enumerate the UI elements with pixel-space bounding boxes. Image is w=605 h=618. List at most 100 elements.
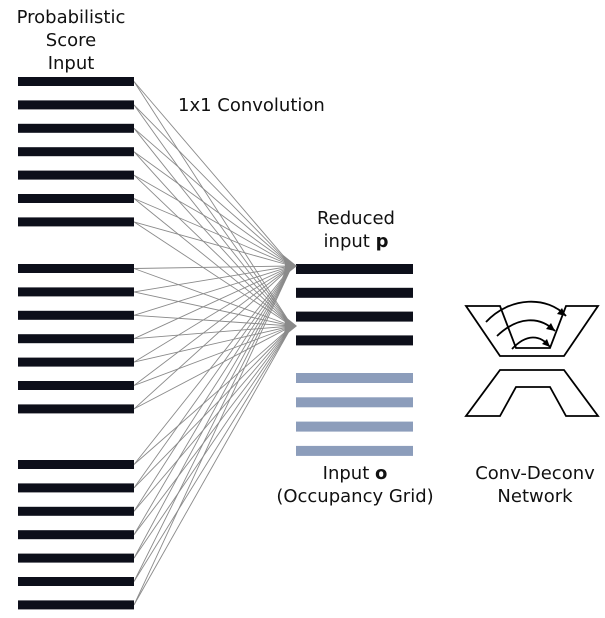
connection-line bbox=[133, 265, 293, 512]
connection-line bbox=[133, 268, 293, 327]
skip-connection-arrows bbox=[485, 300, 567, 350]
reduced-input-bars bbox=[296, 264, 413, 346]
score-bar bbox=[18, 483, 134, 493]
reduced-input-symbol: p bbox=[375, 231, 389, 252]
connection-line bbox=[133, 265, 293, 363]
score-bar bbox=[18, 123, 134, 133]
connection-line bbox=[133, 265, 293, 489]
connection-line bbox=[133, 265, 293, 316]
score-input-bars bbox=[18, 77, 134, 610]
skip-arrow-outer bbox=[485, 300, 567, 323]
score-bar bbox=[18, 553, 134, 563]
connection-line bbox=[133, 325, 293, 465]
score-bar bbox=[18, 530, 134, 540]
connection-line bbox=[133, 265, 293, 465]
connection-line bbox=[133, 325, 293, 535]
convolution-arrowheads bbox=[282, 254, 297, 338]
occupancy-grid-label: Input o (Occupancy Grid) bbox=[266, 462, 444, 508]
reduced-bar bbox=[296, 287, 413, 298]
connection-line bbox=[133, 221, 293, 327]
reduced-input-label-line-2: input p bbox=[296, 230, 416, 253]
occupancy-input-symbol: o bbox=[374, 463, 388, 484]
connection-line bbox=[133, 174, 293, 327]
score-bar bbox=[18, 194, 134, 203]
connection-line bbox=[133, 265, 293, 582]
connection-line bbox=[133, 265, 293, 535]
score-bar bbox=[18, 577, 134, 586]
score-bar bbox=[18, 147, 134, 157]
skip-arrowhead-inner bbox=[542, 339, 550, 347]
occupancy-grid-label-line-2: (Occupancy Grid) bbox=[276, 486, 434, 507]
score-bar bbox=[18, 357, 134, 367]
connection-arrowhead bbox=[282, 314, 297, 338]
connection-line bbox=[133, 265, 293, 269]
connection-line bbox=[133, 174, 293, 267]
connection-line bbox=[133, 265, 293, 559]
connection-line bbox=[133, 81, 293, 327]
connection-line bbox=[133, 104, 293, 267]
reduced-input-text: input bbox=[323, 231, 376, 252]
occupancy-grid-bars bbox=[296, 373, 413, 456]
score-input-label-line-1: Probabilistic bbox=[16, 7, 126, 28]
connection-line bbox=[133, 128, 293, 327]
connection-line bbox=[133, 325, 293, 340]
score-bar bbox=[18, 287, 134, 297]
reduced-input-label-line-1: Reduced bbox=[316, 208, 395, 229]
occupancy-input-text: Input bbox=[322, 463, 375, 484]
network-label: Conv-Deconv Network bbox=[470, 462, 600, 508]
score-input-label-line-3: Input bbox=[47, 53, 95, 74]
conv-deconv-network-shape bbox=[464, 305, 600, 417]
connection-line bbox=[133, 325, 293, 512]
connection-line bbox=[133, 314, 293, 327]
convolution-connections bbox=[133, 81, 293, 606]
score-bar bbox=[18, 506, 134, 516]
score-bar bbox=[18, 170, 134, 180]
occupancy-grid-label-line-1: Input o bbox=[266, 462, 444, 485]
connection-line bbox=[133, 198, 293, 267]
reduced-bar bbox=[296, 311, 413, 322]
connection-line bbox=[133, 198, 293, 327]
connection-line bbox=[133, 325, 293, 386]
network-label-line-2: Network bbox=[497, 486, 573, 507]
connection-line bbox=[133, 325, 293, 606]
score-bar bbox=[18, 100, 134, 110]
occupancy-bar bbox=[296, 445, 413, 456]
encoder-decoder-lower-shape bbox=[464, 369, 600, 417]
score-bar bbox=[18, 460, 134, 469]
skip-arrowhead-outer bbox=[557, 308, 566, 316]
connection-line bbox=[133, 265, 293, 386]
convolution-label: 1x1 Convolution bbox=[178, 95, 325, 116]
connection-line bbox=[133, 325, 293, 410]
score-bar bbox=[18, 217, 134, 227]
connection-line bbox=[133, 325, 293, 582]
score-input-label-line-2: Score bbox=[45, 30, 97, 51]
skip-arrowhead-middle bbox=[546, 323, 555, 331]
connection-line bbox=[133, 151, 293, 327]
connection-arrowhead bbox=[282, 254, 297, 278]
network-label-line-1: Conv-Deconv bbox=[475, 463, 595, 484]
connection-line bbox=[133, 127, 293, 267]
encoder-decoder-upper-shape bbox=[464, 305, 600, 357]
score-bar bbox=[18, 310, 134, 320]
connection-line bbox=[133, 265, 293, 410]
reduced-bar bbox=[296, 264, 413, 274]
connection-line bbox=[133, 81, 293, 267]
score-bar bbox=[18, 334, 134, 344]
reduced-bar bbox=[296, 335, 413, 346]
occupancy-bar bbox=[296, 421, 413, 432]
connection-line bbox=[133, 104, 293, 327]
score-bar bbox=[18, 600, 134, 610]
connection-line bbox=[133, 151, 293, 267]
connection-line bbox=[133, 325, 293, 363]
score-input-label: Probabilistic Score Input bbox=[0, 6, 142, 75]
score-bar bbox=[18, 404, 134, 414]
occupancy-bar bbox=[296, 397, 413, 408]
connection-line bbox=[133, 265, 293, 293]
connection-line bbox=[133, 265, 293, 340]
occupancy-bar bbox=[296, 373, 413, 383]
score-bar bbox=[18, 381, 134, 390]
connection-line bbox=[133, 325, 293, 489]
connection-line bbox=[133, 325, 293, 559]
